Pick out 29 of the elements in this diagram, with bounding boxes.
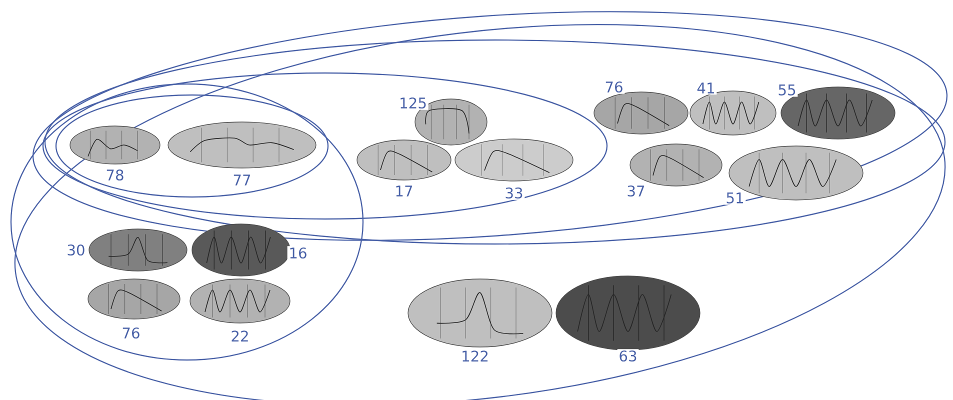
number-label: 30 bbox=[65, 243, 87, 257]
number-label: 55 bbox=[776, 83, 798, 97]
number-label: 77 bbox=[231, 173, 253, 187]
spectrogram-ellipse bbox=[408, 278, 552, 348]
number-label: 76 bbox=[120, 326, 142, 340]
number-label: 17 bbox=[393, 184, 415, 198]
number-label: 22 bbox=[229, 329, 251, 343]
spectrogram-ellipse bbox=[88, 278, 180, 320]
spectrogram-ellipse bbox=[192, 224, 290, 276]
number-label: 16 bbox=[287, 246, 309, 260]
number-label: 33 bbox=[503, 186, 525, 200]
number-label: 63 bbox=[617, 349, 639, 363]
number-label: 41 bbox=[695, 81, 717, 95]
number-label: 122 bbox=[460, 349, 490, 363]
spectrogram-ellipse bbox=[88, 228, 188, 272]
number-label: 78 bbox=[104, 168, 126, 182]
spectrogram-ellipse bbox=[594, 92, 688, 134]
spectrogram-ellipse bbox=[190, 278, 290, 324]
spectrogram-ellipse bbox=[454, 138, 574, 182]
spectrogram-ellipse bbox=[356, 140, 452, 180]
spectrogram-ellipse bbox=[70, 126, 160, 164]
number-label: 125 bbox=[398, 96, 428, 110]
spectrogram-ellipse bbox=[780, 86, 896, 140]
spectrogram-ellipse bbox=[168, 122, 316, 168]
spectrogram-ellipse bbox=[556, 276, 700, 350]
number-label: 76 bbox=[603, 80, 625, 94]
number-label: 51 bbox=[724, 191, 746, 205]
number-label: 37 bbox=[625, 184, 647, 198]
spectrogram-ellipse bbox=[630, 144, 722, 186]
